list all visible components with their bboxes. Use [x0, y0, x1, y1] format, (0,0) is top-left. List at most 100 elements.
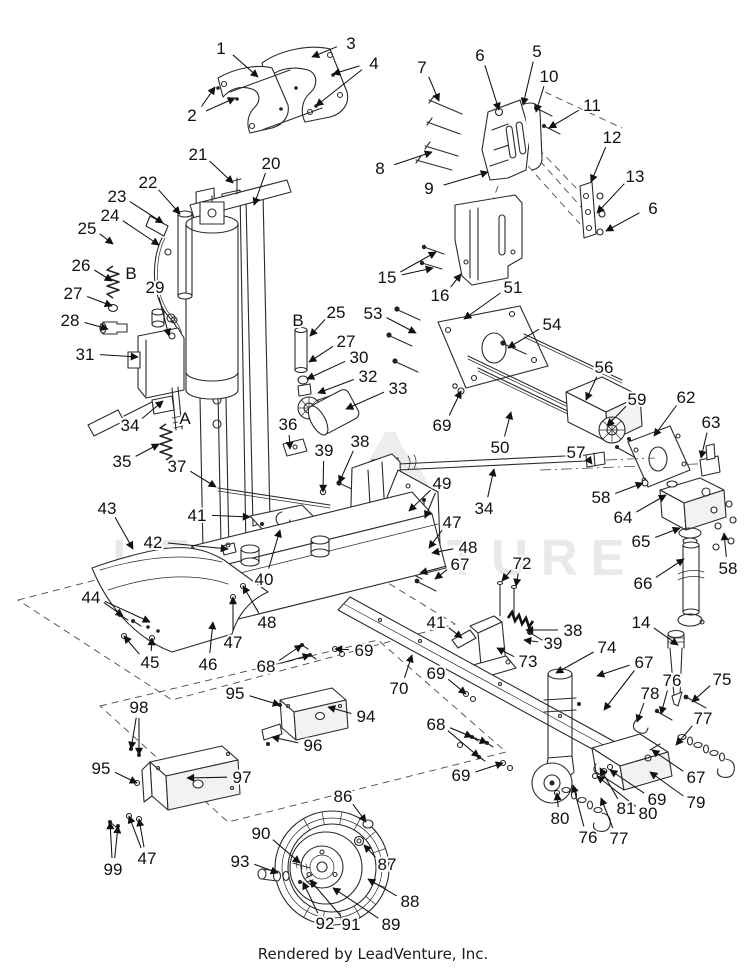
part-callout-6: 6 — [648, 199, 657, 218]
part-callout-A: A — [179, 409, 191, 428]
part-callout-75: 75 — [713, 670, 732, 689]
leader-line — [186, 773, 228, 782]
leader-line — [332, 65, 360, 76]
part-callout-39: 39 — [544, 634, 563, 653]
part-callout-24: 24 — [101, 206, 120, 225]
leader-line — [431, 547, 454, 556]
part-callout-93: 93 — [231, 852, 250, 871]
leader-line — [605, 212, 640, 232]
u-bracket — [419, 194, 523, 286]
part-callout-56: 56 — [595, 358, 614, 377]
part-callout-26: 26 — [72, 256, 91, 275]
leader-line — [123, 635, 140, 655]
part-callout-51: 51 — [504, 278, 523, 297]
part-callout-96: 96 — [304, 736, 323, 755]
leader-line — [419, 565, 446, 576]
part-callout-36: 36 — [279, 415, 298, 434]
leader-line — [487, 468, 497, 498]
leader-line — [113, 825, 122, 859]
fender-weldment — [216, 46, 349, 134]
leader-line — [254, 863, 279, 875]
part-callout-29: 29 — [146, 278, 165, 297]
leader-line — [513, 573, 522, 587]
tire-tread — [303, 811, 390, 925]
part-callout-9: 9 — [424, 179, 433, 198]
leader-line — [278, 644, 303, 661]
part-callout-11: 11 — [583, 96, 601, 115]
leader-line — [548, 109, 580, 129]
leader-line — [208, 621, 217, 654]
leader-line — [463, 292, 501, 320]
leader-line — [599, 797, 614, 829]
leader-line — [450, 273, 462, 288]
part-callout-48: 48 — [459, 538, 478, 557]
leader-line — [520, 61, 534, 106]
part-callout-69: 69 — [427, 664, 446, 683]
part-callout-25: 25 — [78, 219, 97, 238]
part-callout-34: 34 — [475, 499, 494, 518]
part-callout-28: 28 — [61, 311, 80, 330]
part-callout-48: 48 — [258, 613, 277, 632]
part-callout-95: 95 — [226, 684, 245, 703]
leader-line — [424, 492, 436, 519]
leader-line — [534, 86, 545, 113]
part-callout-45: 45 — [141, 653, 160, 672]
part-callout-27: 27 — [64, 284, 83, 303]
part-callout-49: 49 — [433, 474, 452, 493]
part-callout-47: 47 — [443, 513, 462, 532]
leader-line — [523, 636, 539, 645]
leader-line — [653, 405, 677, 437]
leader-line — [84, 321, 109, 331]
part-callout-47: 47 — [224, 633, 243, 652]
leader-line — [570, 784, 585, 827]
leader-line — [449, 727, 488, 744]
footer-credit: Rendered by LeadVenture, Inc. — [258, 945, 489, 963]
part-callout-7: 7 — [417, 58, 426, 77]
part-callout-95: 95 — [92, 759, 111, 778]
part-callout-59: 59 — [628, 390, 647, 409]
part-callout-3: 3 — [346, 34, 355, 53]
part-callout-38: 38 — [351, 432, 370, 451]
hitch-bracket-assembly — [415, 95, 606, 239]
leader-line — [698, 432, 708, 459]
leader-line — [596, 775, 637, 807]
part-callout-10: 10 — [540, 67, 559, 86]
part-callout-8: 8 — [375, 159, 384, 178]
leader-line — [367, 878, 397, 897]
part-callout-74: 74 — [598, 638, 617, 657]
part-callout-58: 58 — [592, 488, 611, 507]
leader-line — [141, 400, 164, 419]
part-callout-37: 37 — [168, 457, 187, 476]
part-callout-69: 69 — [648, 790, 667, 809]
leader-line — [653, 627, 679, 646]
leader-line — [209, 160, 234, 184]
part-callout-91: 91 — [342, 915, 361, 934]
leader-line — [309, 879, 342, 917]
leader-line — [127, 815, 142, 849]
leader-line — [434, 569, 448, 580]
part-callout-72: 72 — [513, 554, 532, 573]
leader-line — [352, 803, 367, 823]
leader-line — [122, 220, 160, 246]
leader-line — [386, 317, 417, 334]
part-callout-23: 23 — [108, 187, 127, 206]
leader-line — [104, 600, 151, 623]
leader-line — [167, 542, 229, 553]
leader-line — [158, 189, 181, 215]
leader-line — [272, 839, 301, 864]
leader-line — [448, 627, 463, 639]
part-callout-81: 81 — [617, 799, 636, 818]
leader-line — [443, 170, 489, 186]
leader-line — [584, 455, 593, 465]
part-callout-87: 87 — [378, 855, 397, 874]
leader-line — [271, 734, 299, 744]
part-callout-42: 42 — [144, 533, 163, 552]
leader-line — [590, 146, 607, 183]
part-callout-98: 98 — [130, 698, 149, 717]
part-callout-92: 92 — [316, 914, 335, 933]
part-callout-21: 21 — [189, 145, 208, 164]
pump-assembly — [539, 376, 737, 707]
leader-line — [596, 664, 630, 678]
part-callout-64: 64 — [614, 508, 633, 527]
